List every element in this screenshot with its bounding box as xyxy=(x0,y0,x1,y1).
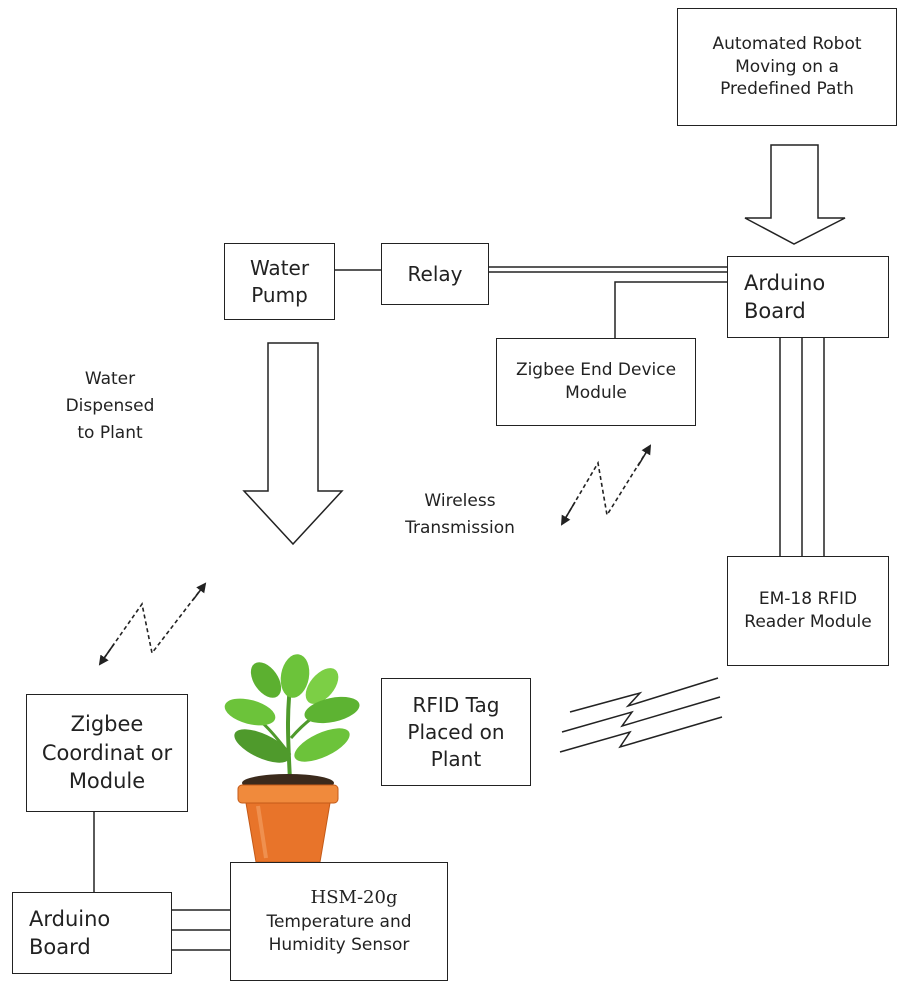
rfid-reader-box: EM-18 RFID Reader Module xyxy=(727,556,889,666)
wireless-zigzag-bottom-icon xyxy=(99,583,206,665)
wireless-arrowhead xyxy=(560,501,576,526)
sensor-box: HSM-20g Temperature and Humidity Sensor xyxy=(230,862,448,981)
arduino-zigbee-line xyxy=(614,281,728,338)
water-pump-label: Water Pump xyxy=(249,255,310,307)
rfid-tag-box: RFID Tag Placed on Plant xyxy=(381,678,531,786)
potted-plant-icon xyxy=(224,654,360,863)
arduino-bottom-label: Arduino Board xyxy=(29,906,111,959)
robot-box: Automated Robot Moving on a Predefined P… xyxy=(677,8,897,126)
wireless-transmission-label: Wireless Transmission xyxy=(405,491,515,539)
rfid-tag-label: RFID Tag Placed on Plant xyxy=(407,692,505,771)
robot-arrow-icon xyxy=(744,144,846,245)
arduino-bottom-box: Arduino Board xyxy=(12,892,172,974)
wireless-arrowhead xyxy=(98,643,115,666)
rfid-reader-label: EM-18 RFID Reader Module xyxy=(744,589,872,632)
zigbee-coordinator-label: Zigbee Coordinat or Module xyxy=(41,712,173,794)
zigbee-end-label: Zigbee End Device Module xyxy=(515,360,677,403)
sensor-model-label: HSM-20g xyxy=(310,887,398,909)
rfid-signal-line-3-icon xyxy=(559,716,723,753)
sensor-desc-label: Temperature and Humidity Sensor xyxy=(266,911,412,955)
rfid-signal-line-2-icon xyxy=(561,696,721,733)
relay-label: Relay xyxy=(407,261,463,286)
wireless-arrowhead xyxy=(637,444,652,467)
water-arrow-icon xyxy=(242,342,344,546)
wireless-arrowhead xyxy=(192,582,207,601)
wireless-zigzag-top-icon xyxy=(561,445,651,525)
robot-box-label: Automated Robot Moving on a Predefined P… xyxy=(712,33,862,100)
zigbee-coordinator-box: Zigbee Coordinat or Module xyxy=(26,694,188,812)
rfid-signal-line-1-icon xyxy=(569,677,719,713)
arduino-top-box: Arduino Board xyxy=(727,256,889,338)
water-pump-box: Water Pump xyxy=(224,243,335,320)
relay-box: Relay xyxy=(381,243,489,305)
water-dispensed-label: Water Dispensed to Plant xyxy=(65,369,155,444)
arduino-top-label: Arduino Board xyxy=(744,270,826,323)
zigbee-end-box: Zigbee End Device Module xyxy=(496,338,696,426)
